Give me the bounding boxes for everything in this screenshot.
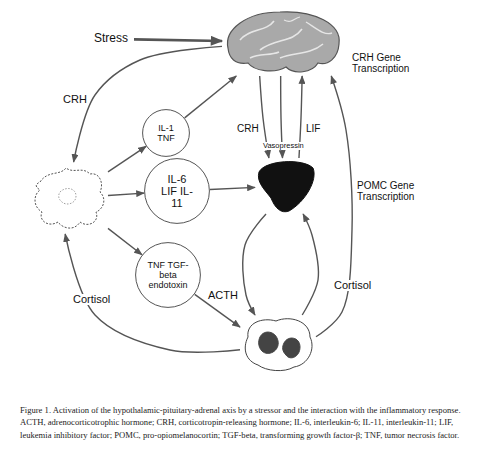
connector-arrow <box>134 39 222 41</box>
brain-illustration <box>222 8 344 76</box>
connector-arrow <box>210 187 255 189</box>
hormone-label: Cortisol <box>333 280 372 291</box>
cytokine-circle-outline <box>143 110 190 157</box>
connector-arrow <box>108 228 142 254</box>
brain-gyrus <box>260 29 302 50</box>
gene-transcription-label: CRH Gene Transcription <box>352 52 426 74</box>
immune-cell <box>30 162 108 234</box>
brain-gyrus <box>240 21 274 40</box>
cell-illustration <box>30 162 108 234</box>
connector-arrow <box>74 46 222 162</box>
pituitary-gland: POMC Gene Transcription <box>255 158 317 214</box>
connector-arrow <box>195 294 240 327</box>
connector-arrow <box>65 234 240 352</box>
hormone-label: Cortisol <box>72 294 111 305</box>
cytokine-circle: IL-1 TNF <box>142 109 190 157</box>
connector-arrow <box>185 76 237 118</box>
adrenal-medulla <box>259 332 279 353</box>
connector-arrow <box>108 146 146 172</box>
pituitary-illustration <box>255 158 317 214</box>
immune-cell-outline <box>35 168 104 228</box>
brain-gyrus <box>250 52 279 58</box>
connector-arrow <box>108 193 144 195</box>
cytokine-label: TNF TGF-beta endotoxin <box>144 260 192 290</box>
adrenal-medulla <box>283 338 300 358</box>
node-label: Stress <box>88 32 134 45</box>
stressor-label: Stress <box>88 30 134 48</box>
hormone-label: CRH <box>62 94 88 105</box>
adrenal-gland <box>240 315 316 373</box>
hormone-label: ACTH <box>207 290 239 301</box>
adrenal-outline <box>245 319 312 371</box>
cytokine-circle-outline <box>145 159 210 224</box>
cytokine-label: IL-1 TNF <box>150 123 182 143</box>
brain-gyrus <box>280 44 323 58</box>
brain-gyrus <box>306 22 332 34</box>
connector-arrow <box>243 214 266 315</box>
brain-hypothalamus: CRH Gene Transcription <box>222 8 344 76</box>
connector-arrow <box>281 76 283 158</box>
brain-outline <box>228 12 340 72</box>
connector-arrow <box>316 76 352 337</box>
cytokine-circle: TNF TGF-beta endotoxin <box>135 242 201 308</box>
connector-arrow <box>260 76 269 158</box>
hormone-label: LIF <box>305 124 321 134</box>
cell-nucleus <box>59 189 76 204</box>
cytokine-circle-outline <box>136 243 201 308</box>
adrenal-illustration <box>240 315 316 373</box>
connector-arrow <box>302 214 318 315</box>
cytokine-label: IL-6 LIF IL-11 <box>160 173 194 210</box>
hormone-label: CRH <box>236 124 260 134</box>
pituitary-shape <box>258 162 314 212</box>
gene-transcription-label: POMC Gene Transcription <box>357 180 431 202</box>
hormone-label: Vasopressin <box>262 142 305 150</box>
figure-caption: Figure 1. Activation of the hypothalamic… <box>20 404 470 441</box>
brain-gyrus <box>284 17 300 21</box>
cytokine-circle: IL-6 LIF IL-11 <box>144 158 210 224</box>
connector-arrow <box>299 76 302 158</box>
